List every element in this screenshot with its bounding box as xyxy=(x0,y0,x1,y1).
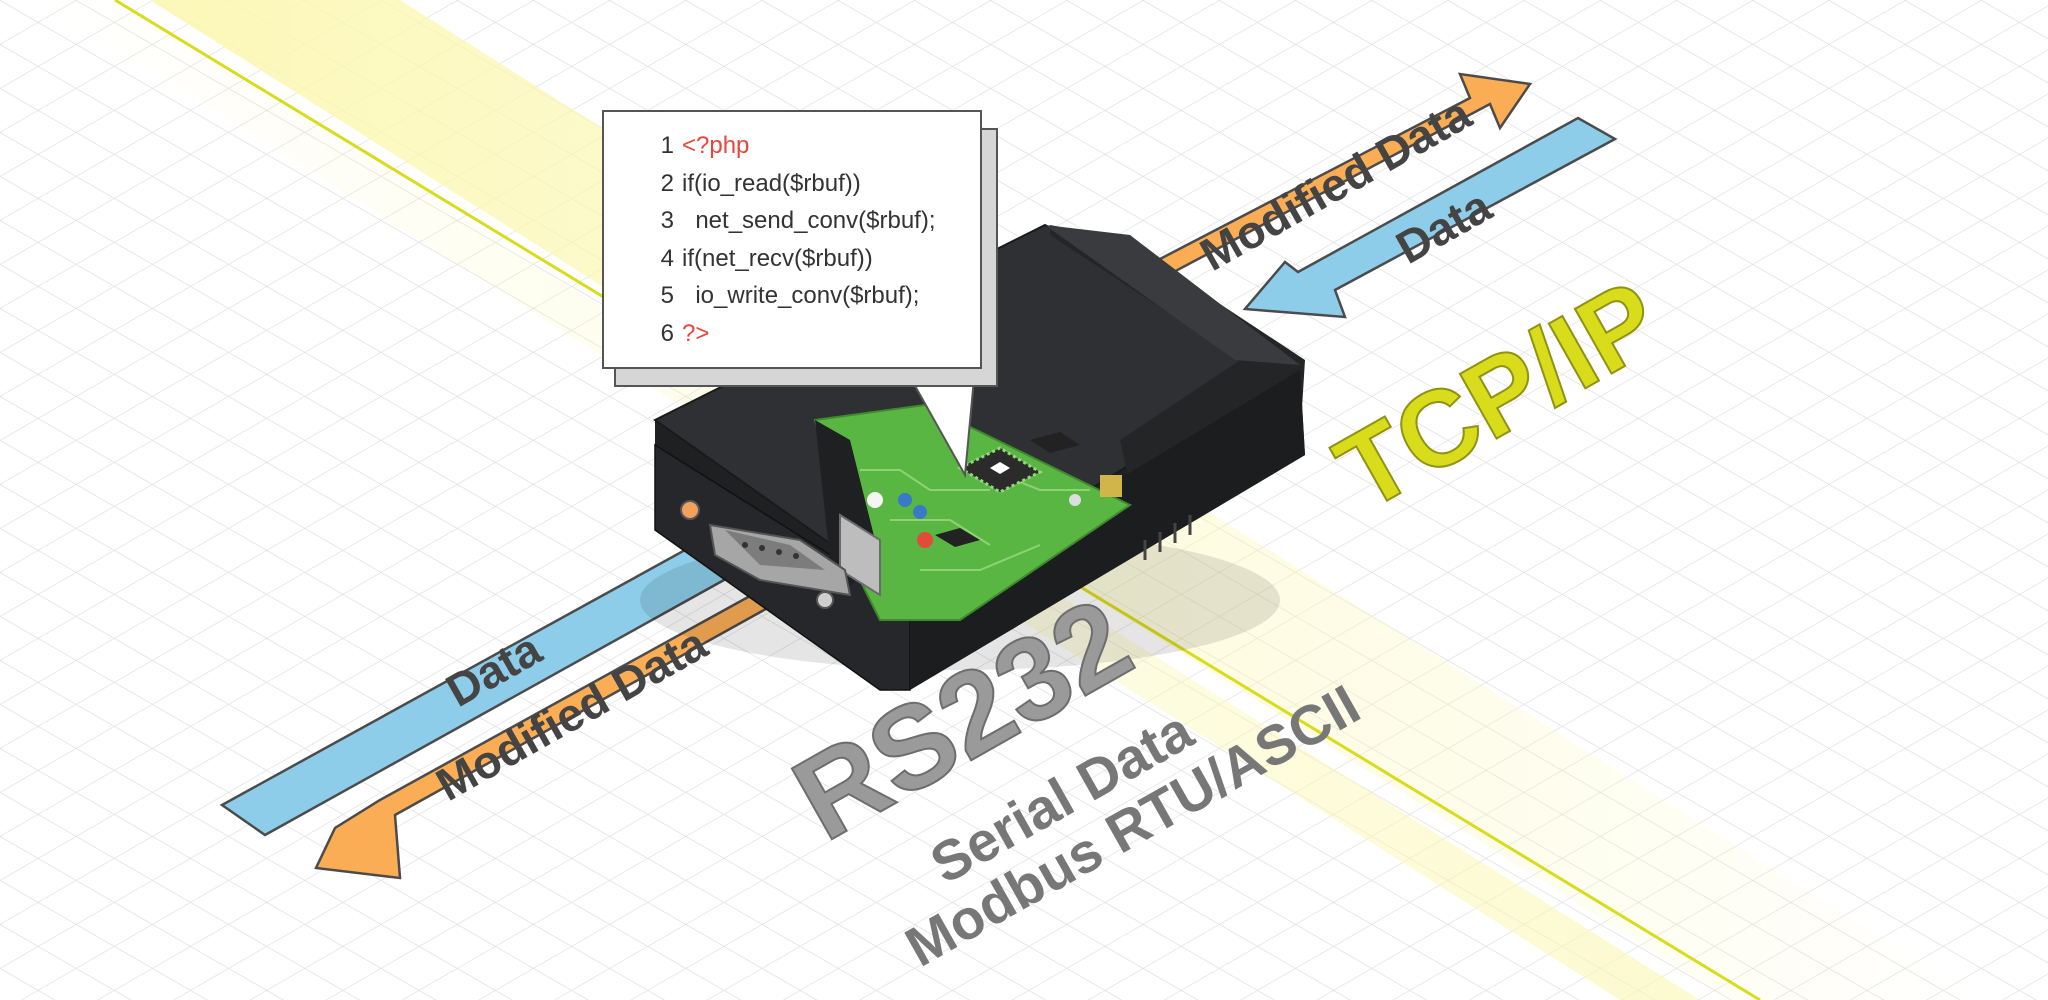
code-line-number: 1 xyxy=(660,132,674,159)
code-line-text: <?php xyxy=(682,132,750,159)
code-line-text: io_write_conv($rbuf); xyxy=(682,282,920,309)
tcp-data-arrow xyxy=(1242,116,1618,319)
code-line: 4 if(net_recv($rbuf)) xyxy=(654,245,873,273)
code-line-text: ?> xyxy=(682,319,710,347)
code-bubble: 1 <?php 2 if(io_read($rbuf)) 3 net_send_conv… xyxy=(602,110,998,387)
code-line: 1 <?php xyxy=(654,132,750,160)
code-line: 6 ?> xyxy=(654,319,710,348)
cpu-chip-icon xyxy=(956,446,1044,494)
code-line-number: 5 xyxy=(660,282,674,309)
code-line-text: if(io_read($rbuf)) xyxy=(682,169,861,197)
code-line-number: 3 xyxy=(660,207,674,234)
code-line: 5 io_write_conv($rbuf); xyxy=(654,282,920,310)
code-line-number: 6 xyxy=(660,319,674,347)
code-line: 3 net_send_conv($rbuf); xyxy=(654,207,936,235)
code-line-number: 4 xyxy=(660,244,674,272)
code-line-text: net_send_conv($rbuf); xyxy=(682,207,936,234)
rs232-modified-data-arrow xyxy=(314,573,802,880)
serial-db9-connector-icon xyxy=(708,420,881,609)
code-bubble-panel xyxy=(602,110,982,369)
pcb-board-icon xyxy=(813,403,1132,621)
tcp-modified-data-arrow xyxy=(1130,72,1533,285)
code-line-text: if(net_recv($rbuf)) xyxy=(682,244,873,272)
code-line: 2 if(io_read($rbuf)) xyxy=(654,170,861,198)
code-line-number: 2 xyxy=(660,169,674,197)
